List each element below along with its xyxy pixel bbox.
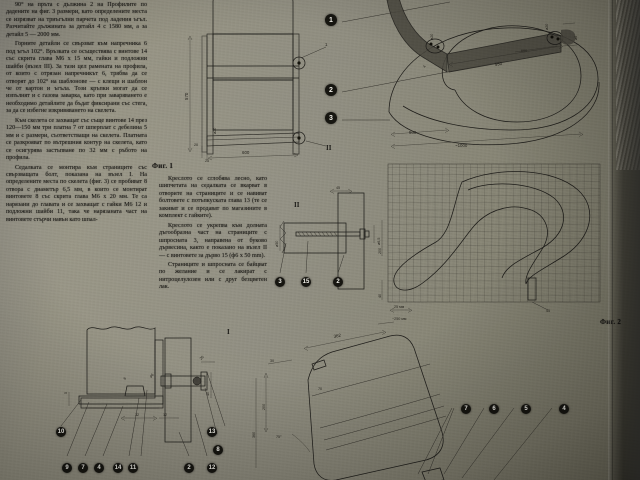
callout-detail1-12: 12 <box>207 463 217 473</box>
dimension-d20: ø20 <box>213 128 217 134</box>
callout-detail1-9: 9 <box>62 463 72 473</box>
dimension-200: 200 <box>378 248 382 254</box>
callout-detail1-13: 13 <box>207 427 217 437</box>
paragraph: Към скелета се захващат със съще винтове… <box>6 117 147 162</box>
callout-detail1-11: 11 <box>128 463 138 473</box>
callout-detail2-2: 2 <box>333 277 343 287</box>
callout-detail1-10: 10 <box>56 427 66 437</box>
dimension-550: 550 <box>494 61 503 67</box>
figure-1-rocker-side-assembly: 550 600 500 ~1000 ø6 4 ø20 ø20 <box>385 0 610 169</box>
callout-detail2-3: 3 <box>275 277 285 287</box>
dimension-70: 70 <box>318 387 322 391</box>
dimension-25: 25 <box>205 159 209 163</box>
paragraph: Креслото се укрепва към долната дъгообра… <box>159 222 267 259</box>
dimension-75deg: 75° <box>276 435 282 439</box>
dimension-570: 570 <box>184 92 189 100</box>
dimension-40: 40 <box>378 294 382 298</box>
callout-detail1-4: 4 <box>94 463 104 473</box>
dimension-d6b: ø6 <box>149 373 155 379</box>
dimension-45b: 45 <box>546 309 550 313</box>
dimension-1000: ~1000 <box>455 143 468 148</box>
seat-panel-elevation: 362 30 200 360 70 75° ~250 мм <box>252 317 553 480</box>
callout-detail1-7: 7 <box>78 463 88 473</box>
dimension-d20c: ø20 <box>545 24 549 30</box>
dimension-25mm: 25 мм <box>394 305 405 309</box>
dimension-d20b: ø20 <box>430 34 434 40</box>
dimension-250mm: ~250 мм <box>392 317 407 321</box>
dimension-600: 600 <box>242 150 250 155</box>
book-fold-highlight <box>608 0 613 480</box>
paragraph: 90° на пръта с дължина 2 на Профилите по… <box>6 2 147 38</box>
dimension-200b: 200 <box>262 404 266 410</box>
dimension-d6: ø6 <box>574 36 578 40</box>
dimension-12: 12 <box>163 413 167 417</box>
text-column-middle: Креслото се сглобява лесно, като шипчета… <box>159 176 267 294</box>
dimension-20b: 20 <box>199 355 205 361</box>
detail-mark-I: I <box>227 328 230 336</box>
dimension-362: 362 <box>333 332 342 339</box>
detail-I-bolt-joint: I 5 32 12 40 20 6 ø6 <box>55 322 255 457</box>
callout-detail2-15: 15 <box>301 277 311 287</box>
callout-seat-7: 7 <box>461 404 471 414</box>
callout-detail1-8: 8 <box>213 445 223 455</box>
dimension-45: 45 <box>336 186 340 190</box>
dimension-360: 360 <box>252 432 256 438</box>
dimension-500: 500 <box>409 130 417 135</box>
dimension-5: 5 <box>64 392 68 394</box>
book-gutter-shadow <box>612 0 640 480</box>
callout-seat-6: 6 <box>489 404 499 414</box>
figure-caption-1: Фиг. 1 <box>152 162 174 170</box>
dimension-600b: 600 <box>521 49 527 53</box>
callout-seat-4: 4 <box>559 404 569 414</box>
dimension-6: 6 <box>123 376 127 380</box>
label-1: 1 <box>325 42 328 47</box>
dimension-d50: ø50 <box>275 241 279 247</box>
callout-detail1-2: 2 <box>184 463 194 473</box>
callout-detail1-14: 14 <box>113 463 123 473</box>
paragraph: Креслото се сглобява лесно, като шипчета… <box>159 176 267 220</box>
paragraph: Горните детайли се свързват към напречни… <box>6 41 147 115</box>
callout-seat-5: 5 <box>521 404 531 414</box>
dimension-20: 20 <box>194 143 198 147</box>
dimension-4: 4 <box>422 65 427 69</box>
text-column-left: 90° на пръта с дължина 2 на Профилите по… <box>6 2 147 226</box>
paragraph: Седалката се монтира към страниците със … <box>6 164 147 223</box>
figure-2-grid-template: 200 40 25 мм 45 <box>378 160 610 320</box>
paragraph: Страниците и шпросната се байцват по жел… <box>159 261 267 291</box>
dimension-30: 30 <box>270 359 274 363</box>
detail-mark-II-title: II <box>294 201 300 209</box>
